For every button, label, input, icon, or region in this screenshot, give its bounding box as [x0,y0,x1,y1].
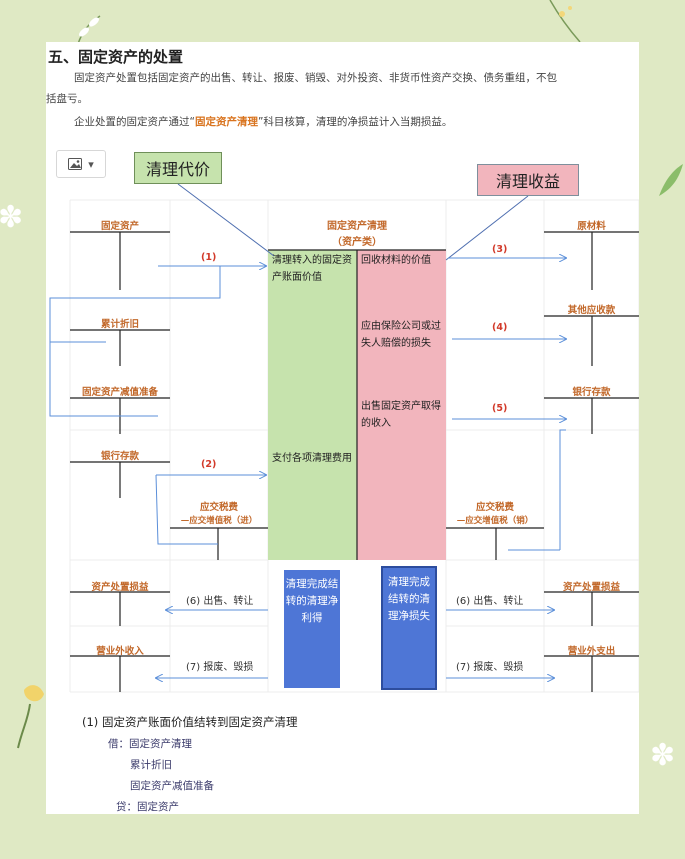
account-output-vat: —应交增值税（销） [456,516,534,526]
flow-arrows [49,258,566,678]
entry-credit: 贷：固定资产 [116,801,179,813]
leaf-decoration-icon [659,164,683,196]
chevron-down-icon: ▾ [88,157,94,171]
net-gain-box: 清理完成结转的清理净利得 [284,570,340,688]
debit-cell-transfer-in: 清理转入的固定资产账面价值 [272,255,352,283]
credit-side-fill [357,250,446,560]
account-fixed-assets: 固定资产 [100,221,139,232]
callout-pointer-line [445,195,529,261]
account-bank-deposits: 银行存款 [100,451,139,462]
leaf-sprig-icon [77,15,101,45]
account-non-operating-income: 营业外收入 [96,646,144,657]
branch-decoration-icon [549,0,581,43]
document-page: 五、固定资产的处置 固定资产处置包括固定资产的出售、转让、报废、销毁、对外投资、… [46,42,639,814]
callout-clearing-income: 清理收益 [477,164,579,196]
step-number-5: (5) [492,403,508,414]
entry-title: (1) 固定资产账面价值结转到固定资产清理 [82,715,298,729]
account-non-operating-expense: 营业外支出 [567,646,616,657]
entry-debit: 借：固定资产清理 [108,738,192,750]
center-account-subtitle: （资产类） [332,237,382,248]
image-options-button[interactable]: ▾ [56,150,106,178]
credit-cell-materials: 回收材料的价值 [361,255,431,266]
center-account-title: 固定资产清理 [327,221,387,232]
paragraph-text: ”科目核算，清理的净损益计入当期损益。 [257,116,453,128]
account-raw-materials: 原材料 [577,221,606,232]
flower-decoration-icon: ✽ [0,200,24,235]
account-disposal-gain-loss-right: 资产处置损益 [562,582,620,593]
debit-side-fill [268,250,357,560]
account-taxes-payable-right: 应交税费 [475,502,514,513]
step-number-1: (1) [201,252,217,263]
net-loss-box: 清理完成结转的清理净损失 [381,566,437,690]
entry-debit-3: 固定资产减值准备 [130,780,214,792]
step-number-3: (3) [492,244,508,255]
flower-decoration-icon: ✽ [650,738,676,773]
paragraph-text: 企业处置的固定资产通过“ [74,116,195,128]
paragraph-disposal-scope: 固定资产处置包括固定资产的出售、转让、报废、销毁、对外投资、非货币性资产交换、债… [74,72,557,84]
highlight-term: 固定资产清理 [194,116,258,128]
t-account-diagram [49,183,639,693]
left-t-account-lines [70,231,268,692]
account-taxes-payable: 应交税费 [199,502,238,513]
entry-debit-2: 累计折旧 [130,759,172,771]
credit-cell-sale-proceeds: 出售固定资产取得的收入 [361,401,441,429]
callout-pointer-line [177,183,275,257]
flow-label-scrap-right: (7) 报废、毁损 [456,662,524,673]
paragraph-clearing-account: 企业处置的固定资产通过“固定资产清理”科目核算，清理的净损益计入当期损益。 [74,112,452,133]
account-disposal-gain-loss: 资产处置损益 [91,582,149,593]
debit-cell-clearing-fees: 支付各项清理费用 [272,453,352,464]
tulip-decoration-icon [17,685,44,749]
credit-cell-compensation: 应由保险公司或过失人赔偿的损失 [361,321,441,349]
account-bank-deposits-right: 银行存款 [572,387,611,398]
account-accumulated-depreciation: 累计折旧 [100,319,139,330]
step-number-4: (4) [492,322,508,333]
flow-label-sale-right: (6) 出售、转让 [456,596,524,607]
account-other-receivables: 其他应收款 [567,305,616,316]
account-impairment-reserve: 固定资产减值准备 [81,387,158,398]
account-input-vat: —应交增值税（进） [180,516,258,526]
flow-label-scrap-left: (7) 报废、毁损 [186,662,254,673]
image-icon [68,158,83,170]
paragraph-disposal-scope-cont: 括盘亏。 [46,93,88,105]
callout-clearing-cost: 清理代价 [134,152,222,184]
flow-label-sale-left: (6) 出售、转让 [186,596,254,607]
section-heading: 五、固定资产的处置 [48,48,184,66]
step-number-2: (2) [201,459,217,470]
right-t-account-lines [446,231,639,692]
